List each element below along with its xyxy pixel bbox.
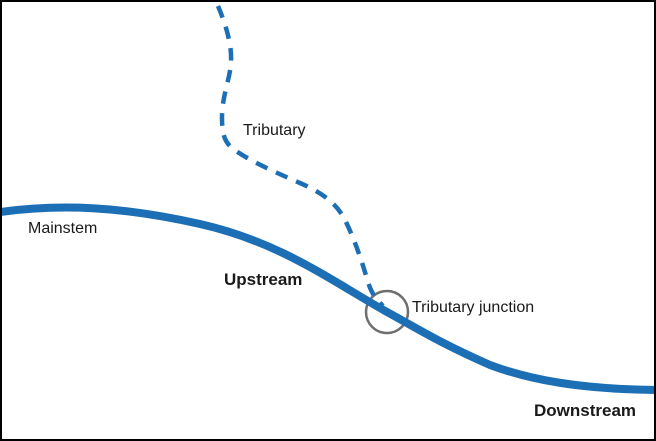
downstream-label: Downstream [534,401,637,420]
tributary-junction-circle-icon [364,289,410,335]
mainstem-river-line [0,203,656,394]
tributary-river-line [215,5,385,308]
mainstem-label: Mainstem [28,220,98,237]
upstream-label: Upstream [224,270,303,289]
tributary-label: Tributary [243,122,306,139]
tributary-junction-label: Tributary junction [412,299,535,316]
